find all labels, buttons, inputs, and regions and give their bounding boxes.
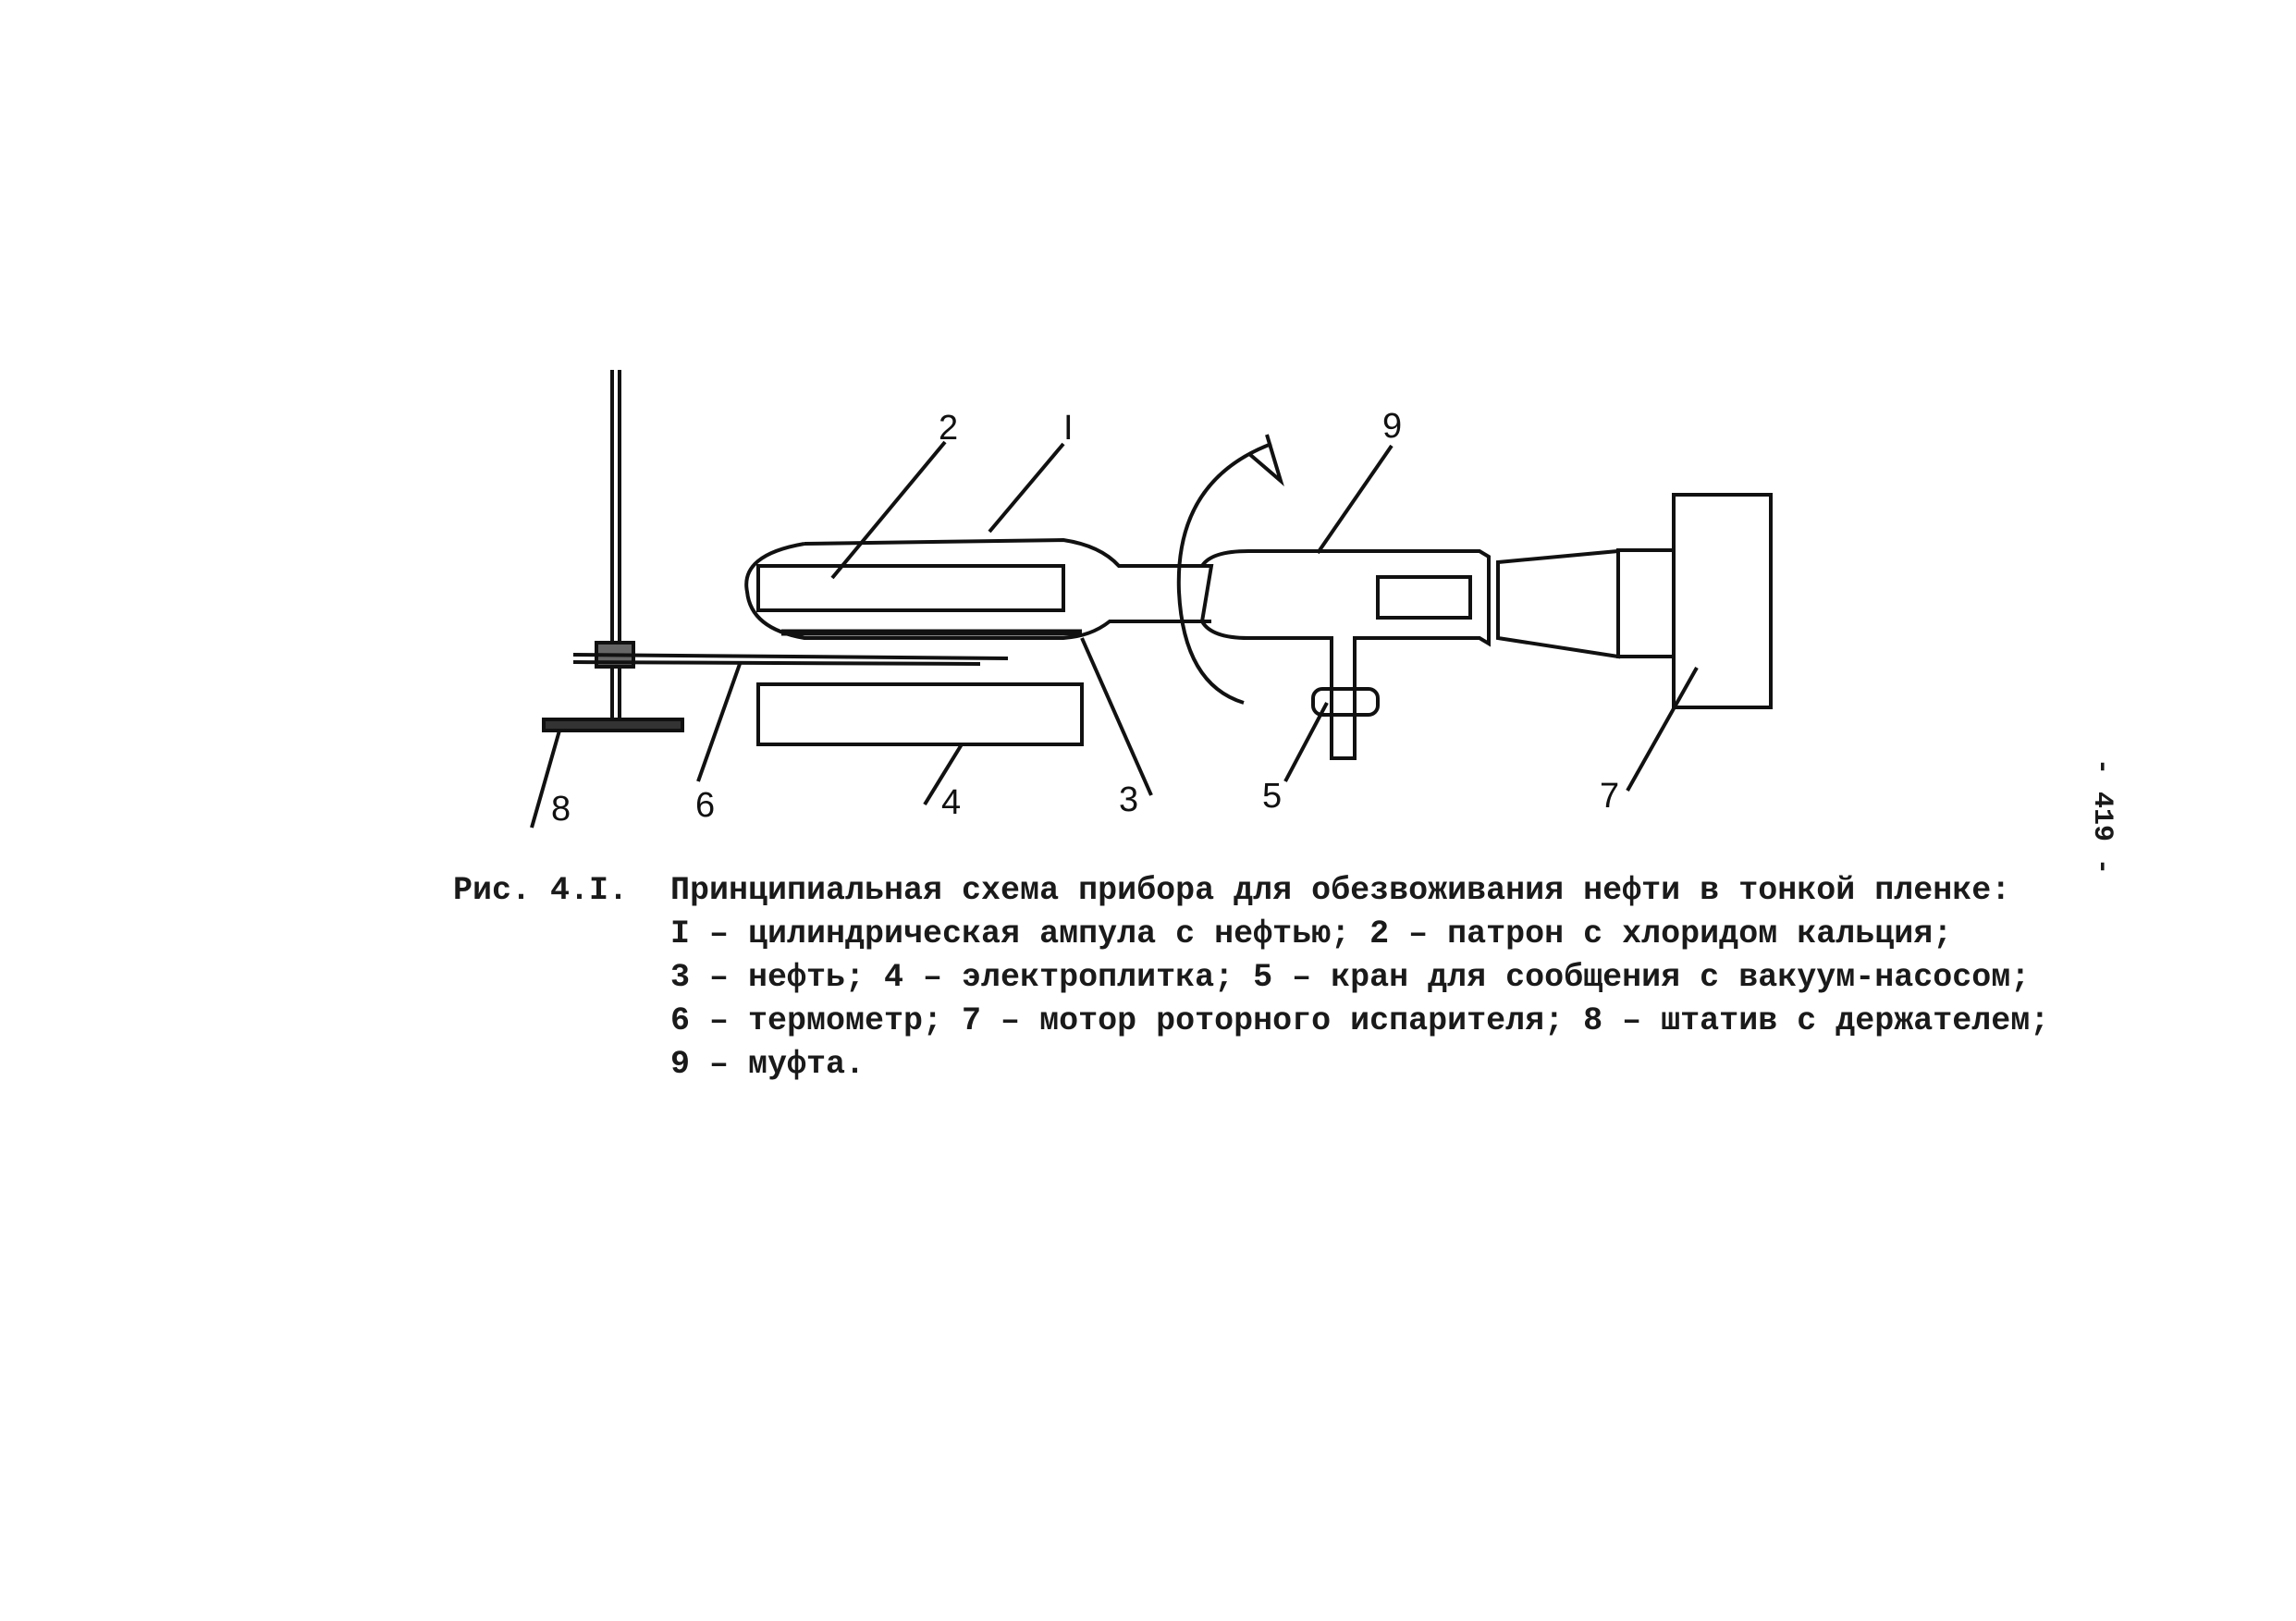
rotation-arrow [1176, 442, 1272, 705]
label-7: 7 [1600, 777, 1619, 816]
cone-adaptor [1496, 548, 1620, 659]
label-1: I [1063, 409, 1074, 448]
thermometer [572, 653, 1009, 660]
valve [1311, 687, 1380, 717]
figure-number: Рис. 4.I. [453, 872, 629, 909]
stand-base [542, 718, 684, 732]
caption-line: Принципиальная схема прибора для обезвож… [670, 872, 2011, 909]
coupling [1198, 549, 1491, 760]
label-9: 9 [1382, 407, 1402, 446]
caption-line: 6 – термометр; 7 – мотор роторного испар… [670, 1002, 2050, 1039]
ampoule [744, 537, 1211, 640]
label-4: 4 [941, 783, 961, 822]
caption-body: Принципиальная схема прибора для обезвож… [670, 869, 2050, 1087]
label-5: 5 [1262, 777, 1282, 816]
hotplate [756, 682, 1084, 746]
page-number: - 419 - [2086, 758, 2118, 876]
caption-line: 3 – нефть; 4 – электроплитка; 5 – кран д… [670, 959, 2031, 996]
cartridge [756, 564, 1065, 612]
label-2: 2 [939, 409, 958, 448]
motor [1672, 493, 1773, 709]
caption-line: I – цилиндрическая ампула с нефтью; 2 – … [670, 915, 1953, 952]
label-8: 8 [551, 790, 571, 829]
caption-line: 9 – муфта. [670, 1046, 866, 1083]
label-3: 3 [1119, 780, 1138, 819]
label-6: 6 [695, 786, 715, 825]
